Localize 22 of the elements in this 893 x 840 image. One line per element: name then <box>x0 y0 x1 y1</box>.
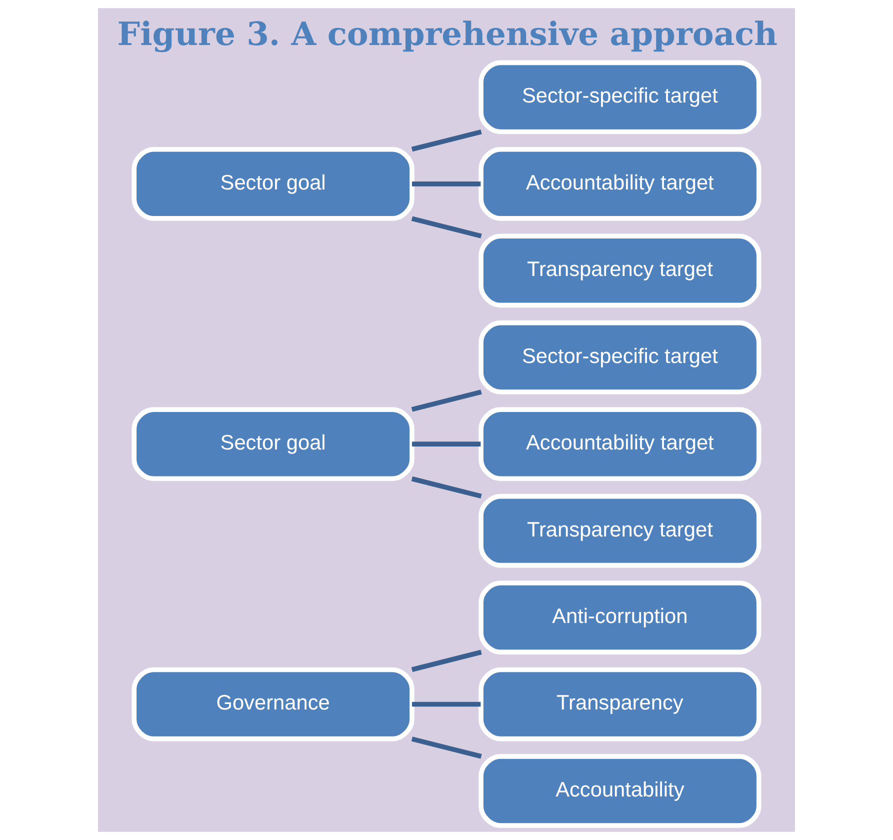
connector <box>411 129 482 152</box>
connector <box>412 182 481 186</box>
connector <box>411 736 482 759</box>
node-box: Transparency <box>478 667 762 742</box>
node-box: Sector-specific target <box>478 60 762 134</box>
connector <box>411 216 482 238</box>
connector <box>411 650 482 672</box>
connector <box>412 442 481 446</box>
node-box: Accountability target <box>478 146 762 221</box>
connector <box>412 702 481 707</box>
connector <box>411 390 482 412</box>
node-box: Governance <box>132 667 414 742</box>
node-box: Accountability <box>478 754 762 828</box>
diagram-title: Figure 3. A comprehensive approach <box>117 15 778 53</box>
node-box: Transparency target <box>478 234 762 308</box>
node-box: Sector goal <box>132 407 414 482</box>
node-box: Accountability target <box>478 407 762 482</box>
node-box: Transparency target <box>478 494 762 568</box>
node-box: Sector goal <box>132 146 414 221</box>
node-box: Sector-specific target <box>478 320 762 394</box>
connector <box>411 476 482 499</box>
node-box: Anti-corruption <box>478 580 762 654</box>
